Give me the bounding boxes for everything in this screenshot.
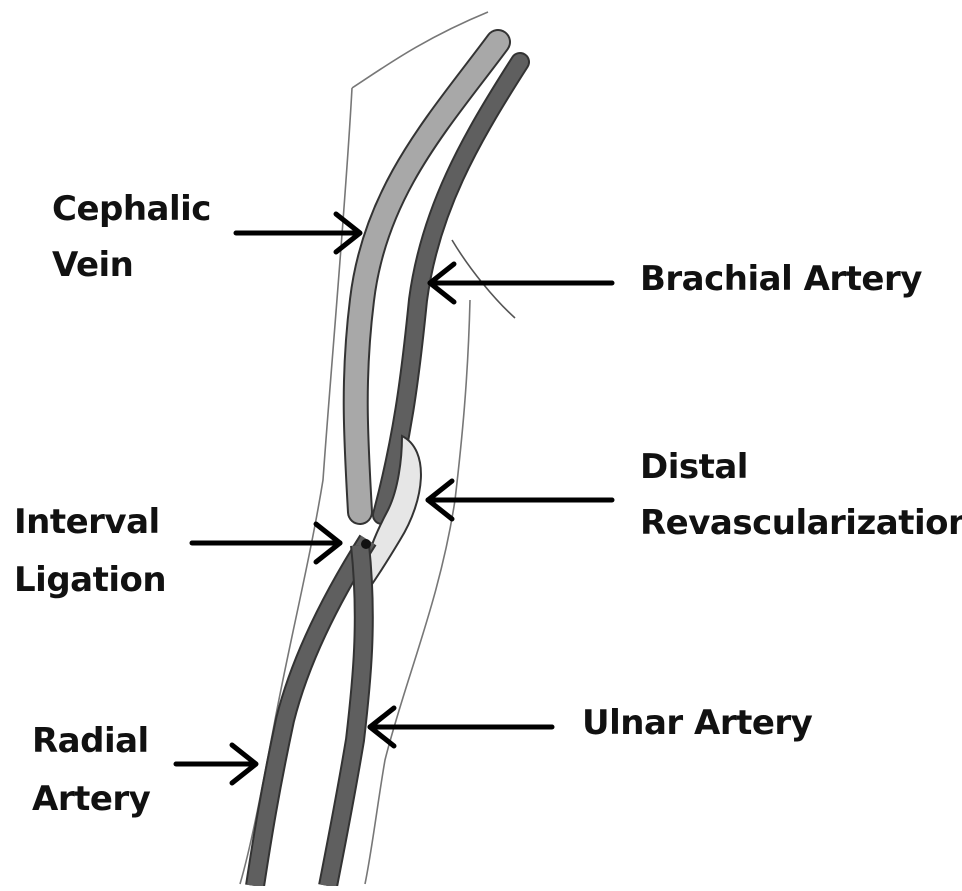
cephalic-vein-arrow: [236, 214, 360, 252]
skin-crease-line: [452, 240, 515, 318]
ulnar-artery-label-line1: Ulnar Artery: [582, 706, 812, 740]
cephalic-vein-label-line2: Vein: [52, 248, 211, 282]
distal-revascularization-arrow: [428, 481, 612, 519]
interval-ligation-arrow: [192, 524, 340, 562]
cephalic-vein-label: Cephalic Vein: [52, 192, 211, 282]
brachial-artery-label: Brachial Artery: [640, 262, 922, 296]
brachial-artery-arrow: [430, 264, 612, 302]
radial-artery-arrow: [176, 745, 256, 783]
ligation-mark: [361, 539, 371, 549]
interval-ligation-label-line1: Interval: [14, 505, 166, 539]
ulnar-artery-label: Ulnar Artery: [582, 706, 812, 740]
radial-artery-label-line2: Artery: [32, 782, 150, 816]
distal-revascularization-label: Distal Revascularization: [640, 450, 962, 540]
radial-artery-label-line1: Radial: [32, 724, 150, 758]
radial-artery-label: Radial Artery: [32, 724, 150, 816]
brachial-artery-label-line1: Brachial Artery: [640, 262, 922, 296]
cephalic-vein-label-line1: Cephalic: [52, 192, 211, 226]
distal-revascularization-label-line2: Revascularization: [640, 506, 962, 540]
interval-ligation-label-line2: Ligation: [14, 563, 166, 597]
interval-ligation-label: Interval Ligation: [14, 505, 166, 597]
distal-revascularization-label-line1: Distal: [640, 450, 962, 484]
